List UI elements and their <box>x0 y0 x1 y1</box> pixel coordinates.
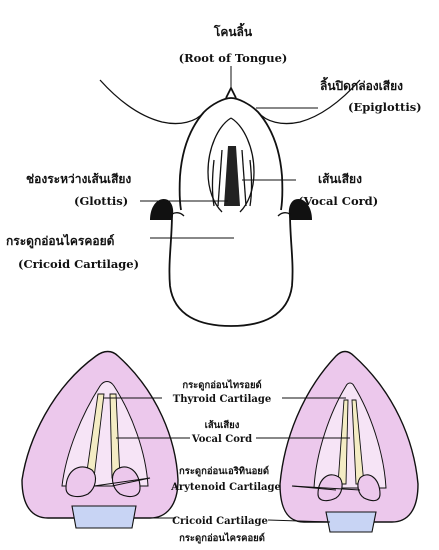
arytenoid-label: Arytenoid Cartilage <box>170 482 281 493</box>
cricoid-body-outline <box>169 214 292 326</box>
bottom-left-larynx <box>22 352 178 529</box>
cricoid-label-bottom: Cricoid Cartilage <box>172 516 268 527</box>
vocal-cord-left <box>218 150 222 206</box>
cricoid-inner-left <box>172 213 184 216</box>
vocal-cord-right <box>242 150 246 206</box>
fold-right <box>250 160 252 206</box>
glottis-thai: ช่องระหว่างเส้นเสียง <box>26 172 131 186</box>
cricoid-inner-right <box>278 213 290 216</box>
root-of-tongue-thai: โคนลิ้น <box>213 22 253 39</box>
right-cricoid-plate <box>326 512 376 532</box>
arytenoid-knob-left <box>150 199 173 220</box>
thyroid-thai: กระดูกอ่อนไทรอยด์ <box>182 379 261 392</box>
glottis-label: (Glottis) <box>74 194 128 208</box>
epiglottis-thai: ลิ้นปิดกล่องเสียง <box>320 76 403 93</box>
root-of-tongue-label: (Root of Tongue) <box>179 51 288 65</box>
vocal-cord-label: (Vocal Cord) <box>298 194 378 208</box>
vocal-cord-thai: เส้นเสียง <box>318 172 362 186</box>
epiglottis-outline <box>204 98 282 210</box>
left-cricoid-plate <box>72 506 136 528</box>
epiglottis-label: (Epiglottis) <box>348 100 422 114</box>
vocal-cord-label-bottom: Vocal Cord <box>191 434 252 445</box>
vocal-cord-thai-bottom: เส้นเสียง <box>205 419 240 431</box>
left-pharynx-curve <box>100 80 204 124</box>
glottis-opening <box>224 146 240 206</box>
bottom-right-larynx <box>280 352 418 533</box>
epiglottis-outline-left <box>180 112 204 210</box>
cricoid-thai: กระดูกอ่อนไครคอยด์ <box>6 233 115 249</box>
arytenoid-thai: กระดูกอ่อนเอริทินอยด์ <box>179 465 269 478</box>
thyroid-label: Thyroid Cartilage <box>173 394 272 405</box>
cricoid-thai-bottom: กระดูกอ่อนไครคอยด์ <box>179 532 265 545</box>
cricoid-label: (Cricoid Cartilage) <box>18 257 139 271</box>
top-labels: โคนลิ้น (Root of Tongue) ลิ้นปิดกล่องเสี… <box>6 22 422 271</box>
